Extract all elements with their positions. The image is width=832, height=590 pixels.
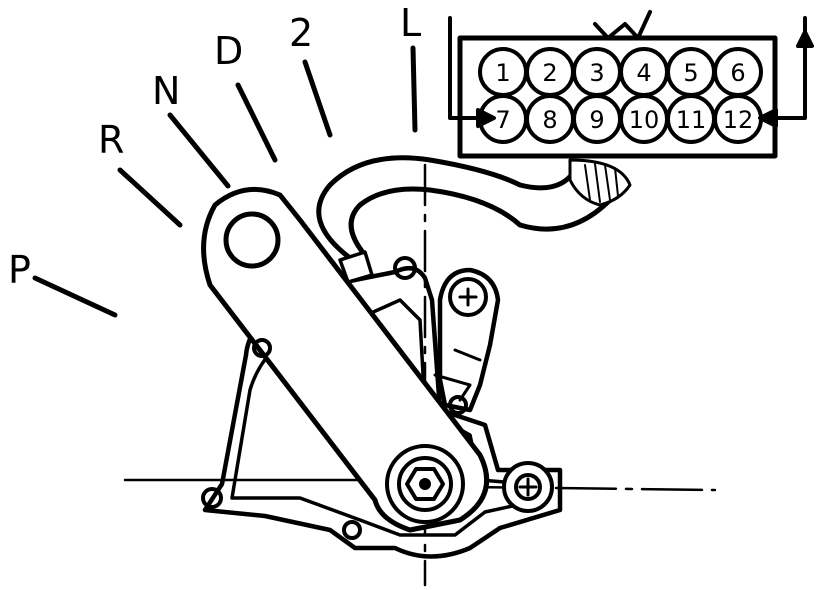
continuity-test-leads xyxy=(448,16,814,128)
adjust-bolt-cross xyxy=(518,477,538,497)
connector-pin-11: 11 xyxy=(666,94,716,144)
position-leader-lines xyxy=(32,45,418,318)
cam-bolt-cross xyxy=(458,287,478,307)
pin-label-12: 12 xyxy=(723,106,754,134)
screw-bottom xyxy=(342,520,362,540)
connector-latch xyxy=(593,10,652,40)
connector-pins-top: 1 2 3 4 5 6 xyxy=(478,47,763,97)
cam-contact-line xyxy=(433,373,472,402)
leader-line-n xyxy=(167,112,231,189)
connector-pin-3: 3 xyxy=(572,47,622,97)
leader-line-2 xyxy=(302,59,333,138)
harness-clip xyxy=(338,250,374,284)
connector-housing xyxy=(457,35,778,159)
main-shaft-center xyxy=(419,478,431,490)
screw-lower-left xyxy=(201,487,223,509)
connector-pin-1: 1 xyxy=(478,47,528,97)
main-shaft-ring xyxy=(397,456,453,512)
wire-harness xyxy=(316,155,632,284)
pin-label-4: 4 xyxy=(636,59,651,87)
leader-line-r xyxy=(117,167,183,228)
test-lead-left-probe xyxy=(476,108,496,128)
connector-pin-12: 12 xyxy=(713,94,763,144)
leader-line-p xyxy=(32,275,118,318)
pin-label-6: 6 xyxy=(730,59,745,87)
selector-arm-outline xyxy=(201,186,490,533)
adjust-bolt-inner xyxy=(514,473,542,501)
main-shaft-hex-nut xyxy=(405,467,445,501)
connector-pin-6: 6 xyxy=(713,47,763,97)
position-label-l: L xyxy=(400,1,421,45)
position-label-d: D xyxy=(214,29,243,73)
connector-pin-8: 8 xyxy=(525,94,575,144)
pin-label-11: 11 xyxy=(676,106,707,134)
pin-label-8: 8 xyxy=(542,106,557,134)
test-lead-left xyxy=(448,16,490,120)
position-label-2: 2 xyxy=(289,11,313,55)
position-label-p: P xyxy=(8,248,31,292)
test-lead-right xyxy=(763,16,807,120)
harness-outer-edge xyxy=(316,155,578,261)
cam-notch-line xyxy=(453,348,482,362)
pin-label-1: 1 xyxy=(495,59,510,87)
pin-label-2: 2 xyxy=(542,59,557,87)
leader-line-l xyxy=(410,45,418,133)
test-lead-right-probe xyxy=(758,108,778,128)
pin-label-7: 7 xyxy=(495,106,510,134)
connector-boot-ribs xyxy=(584,163,619,203)
leader-line-d xyxy=(235,82,278,163)
position-label-n: N xyxy=(152,69,180,113)
connector-pin-10: 10 xyxy=(619,94,669,144)
screw-upper xyxy=(393,256,417,280)
fasteners xyxy=(201,256,554,540)
harness-inner-edge xyxy=(348,186,613,258)
selector-arm xyxy=(201,186,490,533)
position-label-r: R xyxy=(98,118,124,162)
pin-label-3: 3 xyxy=(589,59,604,87)
connector: 1 2 3 4 5 6 7 8 9 10 11 12 xyxy=(448,10,814,159)
pin-label-9: 9 xyxy=(589,106,604,134)
connector-pin-5: 5 xyxy=(666,47,716,97)
pin-label-5: 5 xyxy=(683,59,698,87)
connector-pin-2: 2 xyxy=(525,47,575,97)
connector-pin-9: 9 xyxy=(572,94,622,144)
connector-pin-4: 4 xyxy=(619,47,669,97)
screw-cam xyxy=(448,395,468,415)
screw-left xyxy=(252,338,272,358)
test-lead-right-arrow xyxy=(796,30,814,48)
connector-pins-bottom: 7 8 9 10 11 12 xyxy=(478,94,763,144)
arm-pivot-hole xyxy=(223,211,281,269)
pin-label-10: 10 xyxy=(629,106,660,134)
